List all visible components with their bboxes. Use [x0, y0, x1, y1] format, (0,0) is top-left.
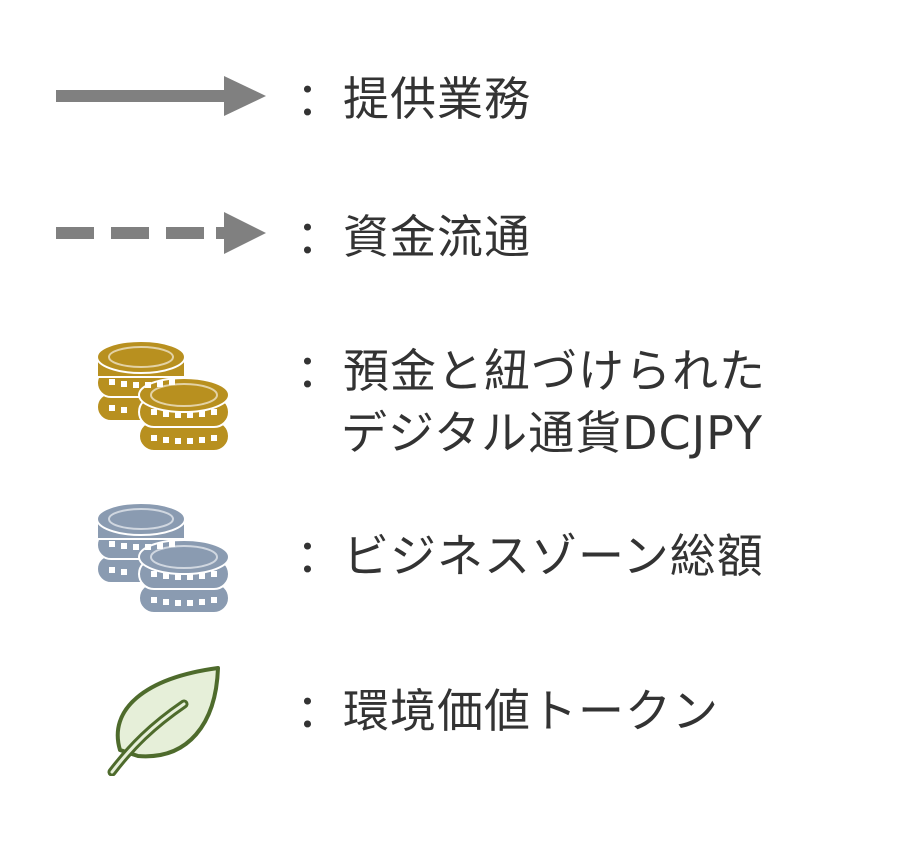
legend-label-environmental-token: ：環境価値トークン: [296, 684, 719, 738]
legend-label-dcjpy: ：預金と紐づけられた デジタル通貨DCJPY: [296, 340, 766, 464]
legend-item-dcjpy: ：預金と紐づけられた デジタル通貨DCJPY: [0, 330, 907, 480]
blue-coins-icon: [96, 502, 230, 614]
legend-label-provided-services: ：提供業務: [296, 72, 531, 126]
solid-arrow-icon: [56, 76, 266, 116]
leaf-icon: [107, 666, 220, 776]
legend-item-fund-flow: ：資金流通: [0, 198, 907, 278]
legend-label-dcjpy-line1: ：預金と紐づけられた: [296, 344, 766, 398]
legend-label-business-zone-total: ：ビジネスゾーン総額: [296, 529, 764, 583]
legend-label-dcjpy-line2: デジタル通貨DCJPY: [341, 406, 764, 460]
legend-label-fund-flow: ：資金流通: [296, 210, 531, 264]
legend-item-business-zone-total: ：ビジネスゾーン総額: [0, 495, 907, 625]
legend-item-environmental-token: ：環境価値トークン: [0, 660, 907, 780]
gold-coins-icon: [96, 340, 230, 452]
dashed-arrow-icon: [56, 212, 266, 254]
legend-item-provided-services: ：提供業務: [0, 60, 907, 140]
